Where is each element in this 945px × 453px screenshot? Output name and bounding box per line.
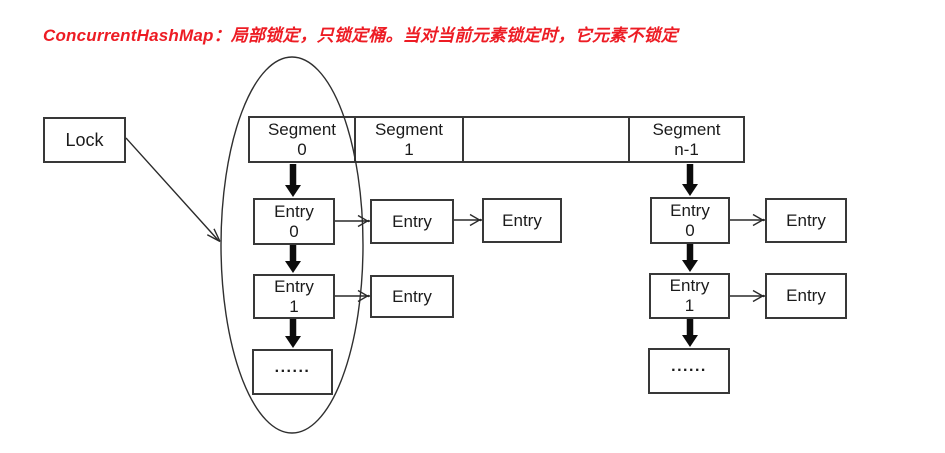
lock-label: Lock — [65, 129, 104, 150]
left-entry-1-index: 1 — [289, 296, 299, 316]
left-chain1-entry-1-box: Entry — [370, 275, 454, 318]
left-entry-0-index: 0 — [289, 221, 299, 241]
left-entry-1-label: Entry — [274, 276, 314, 296]
right-chain1-entry-1-label: Entry — [786, 286, 826, 305]
right-entry-0-label: Entry — [670, 200, 710, 220]
right-entry-1-label: Entry — [669, 276, 710, 295]
right-entry-1-index: 1 — [684, 296, 695, 315]
page-title: ConcurrentHashMap：局部锁定，只锁定桶。当对当前元素锁定时，它元… — [43, 26, 678, 45]
left-chain0-entry-2-box: Entry — [482, 198, 562, 243]
left-entry-1-box: Entry 1 — [253, 274, 335, 319]
segment-cell-ellipsis — [462, 116, 630, 163]
segment-1-label: Segment — [374, 119, 444, 139]
segment-1-index: 1 — [404, 139, 414, 159]
segment-n1-index: n-1 — [674, 139, 699, 159]
left-chain1-entry-1-label: Entry — [392, 286, 432, 306]
right-more-entries-dots: ...... — [671, 358, 707, 375]
right-entry-0-box: Entry 0 — [650, 197, 730, 244]
segment-0-index: 0 — [297, 139, 307, 159]
right-bucket-arrows — [682, 164, 698, 347]
left-chain0-entry-1-label: Entry — [392, 211, 432, 231]
segment-cell-1: Segment 1 — [354, 116, 464, 163]
left-entry-0-label: Entry — [274, 201, 314, 221]
right-entry-0-index: 0 — [685, 220, 695, 240]
lock-arrow — [125, 137, 221, 243]
right-chain0-entry-1-box: Entry — [765, 198, 847, 243]
right-chain0-entry-1-label: Entry — [786, 210, 826, 230]
left-chain0-entry-2-label: Entry — [502, 210, 542, 230]
segment-n1-label: Segment — [652, 119, 721, 139]
segment-cell-0: Segment 0 — [248, 116, 356, 163]
left-bucket-arrows — [285, 164, 301, 348]
left-chain0-entry-1-box: Entry — [370, 199, 454, 244]
left-more-entries-box: ...... — [252, 349, 333, 395]
right-more-entries-box: ...... — [648, 348, 730, 394]
right-entry-1-box: Entry 1 — [649, 273, 730, 319]
left-more-entries-dots: ...... — [274, 359, 311, 376]
left-entry-0-box: Entry 0 — [253, 198, 335, 245]
lock-box: Lock — [43, 117, 126, 163]
right-chain1-entry-1-box: Entry — [765, 273, 847, 319]
segment-cell-n-1: Segment n-1 — [628, 116, 745, 163]
segment-0-label: Segment — [267, 119, 337, 139]
